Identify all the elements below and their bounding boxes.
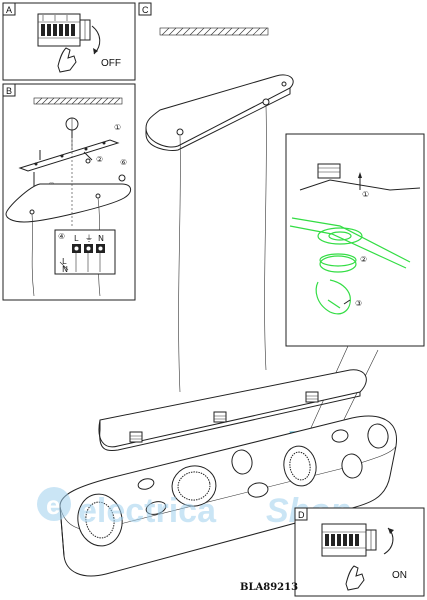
panel-d-label: D [298,510,305,520]
panel-d-label-box [294,507,308,521]
model-code: BLA89213 [240,582,298,593]
panel-a: A OFF [2,2,136,81]
green-shade-outline [289,217,411,315]
panel-b-frame [2,83,136,301]
detail-step-3: ③ [355,299,362,308]
cable-left [178,135,181,393]
mounting-bracket [18,139,120,172]
panel-b: B ① ② ⑥ ⑤ [2,83,136,301]
panel-a-label-box [2,2,16,16]
wire-left [31,213,35,297]
step-1-label: ① [114,123,121,132]
ceiling-hatch [33,97,123,105]
panel-c-label: C [142,5,149,15]
terminal-l-top: L [74,234,79,243]
detail-step-1: ① [362,190,369,199]
main-canopy [145,74,294,151]
step-4-label: ④ [58,232,65,241]
ceiling-hatch-c [159,27,269,36]
hand-icon-d [345,565,365,591]
step-6-label: ⑥ [120,158,127,167]
cap-nut-icon [118,174,126,182]
panel-b-label: B [6,86,12,96]
terminal-n-top: N [98,234,104,243]
terminal-n-bottom: N [62,265,68,274]
bulb-detail-panel: ① ② ③ [285,133,425,347]
panel-a-frame [2,2,136,81]
drill-icon [65,117,79,138]
watermark-logo-icon [37,487,71,521]
panel-a-state: OFF [101,58,121,69]
lamp-fixture [59,369,397,577]
shade-cutouts [77,423,389,547]
terminal-l-bottom: L [62,257,67,266]
canopy [5,183,131,223]
panel-c: C [138,2,152,16]
fuse-box-icon-d [321,523,377,557]
panel-a-label: A [6,5,12,15]
panel-c-label-box [138,2,152,16]
cable-right [264,105,267,371]
detail-frame [285,133,425,347]
panel-d: D ON [294,507,425,597]
dowel-icon [83,151,93,161]
terminal-block: ④ L ⏚ N L N [54,229,116,275]
panel-d-state: ON [392,570,407,581]
terminal-earth-top: ⏚ [85,234,93,243]
hand-icon [57,47,77,73]
watermark-text-1: electrica [78,492,217,530]
fuse-box-icon [37,13,91,47]
svg-text:e: e [46,490,60,520]
step-2-label: ② [96,155,103,164]
detail-step-2: ② [360,255,367,264]
panel-b-label-box [2,83,16,97]
